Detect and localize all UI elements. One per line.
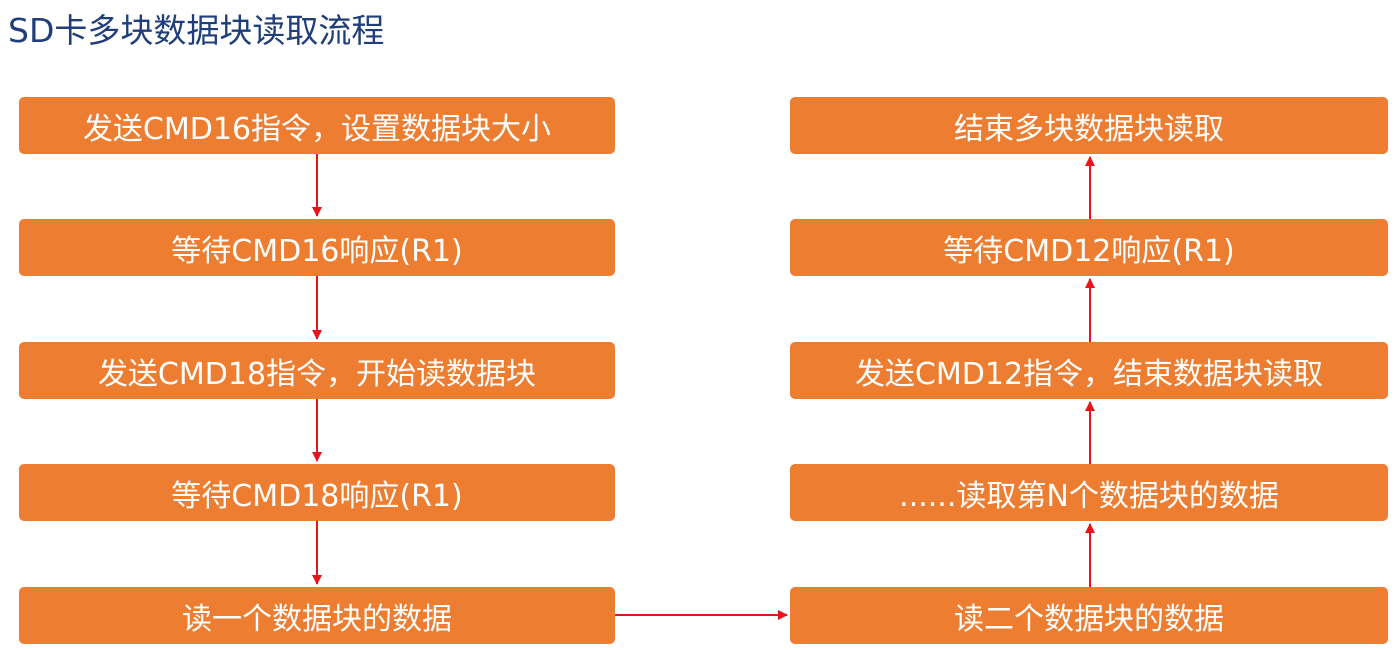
step-send-cmd18: 发送CMD18指令，开始读数据块 bbox=[19, 342, 615, 399]
step-send-cmd12: 发送CMD12指令，结束数据块读取 bbox=[790, 342, 1388, 399]
step-read-second-block: 读二个数据块的数据 bbox=[790, 587, 1388, 644]
step-end-multi-block-read: 结束多块数据块读取 bbox=[790, 97, 1388, 154]
step-wait-cmd12-response: 等待CMD12响应(R1) bbox=[790, 219, 1388, 276]
step-read-first-block: 读一个数据块的数据 bbox=[19, 587, 615, 644]
step-wait-cmd16-response: 等待CMD16响应(R1) bbox=[19, 219, 615, 276]
page-title: SD卡多块数据块读取流程 bbox=[8, 11, 385, 50]
step-wait-cmd18-response: 等待CMD18响应(R1) bbox=[19, 464, 615, 521]
step-read-nth-block: ......读取第N个数据块的数据 bbox=[790, 464, 1388, 521]
step-send-cmd16: 发送CMD16指令，设置数据块大小 bbox=[19, 97, 615, 154]
